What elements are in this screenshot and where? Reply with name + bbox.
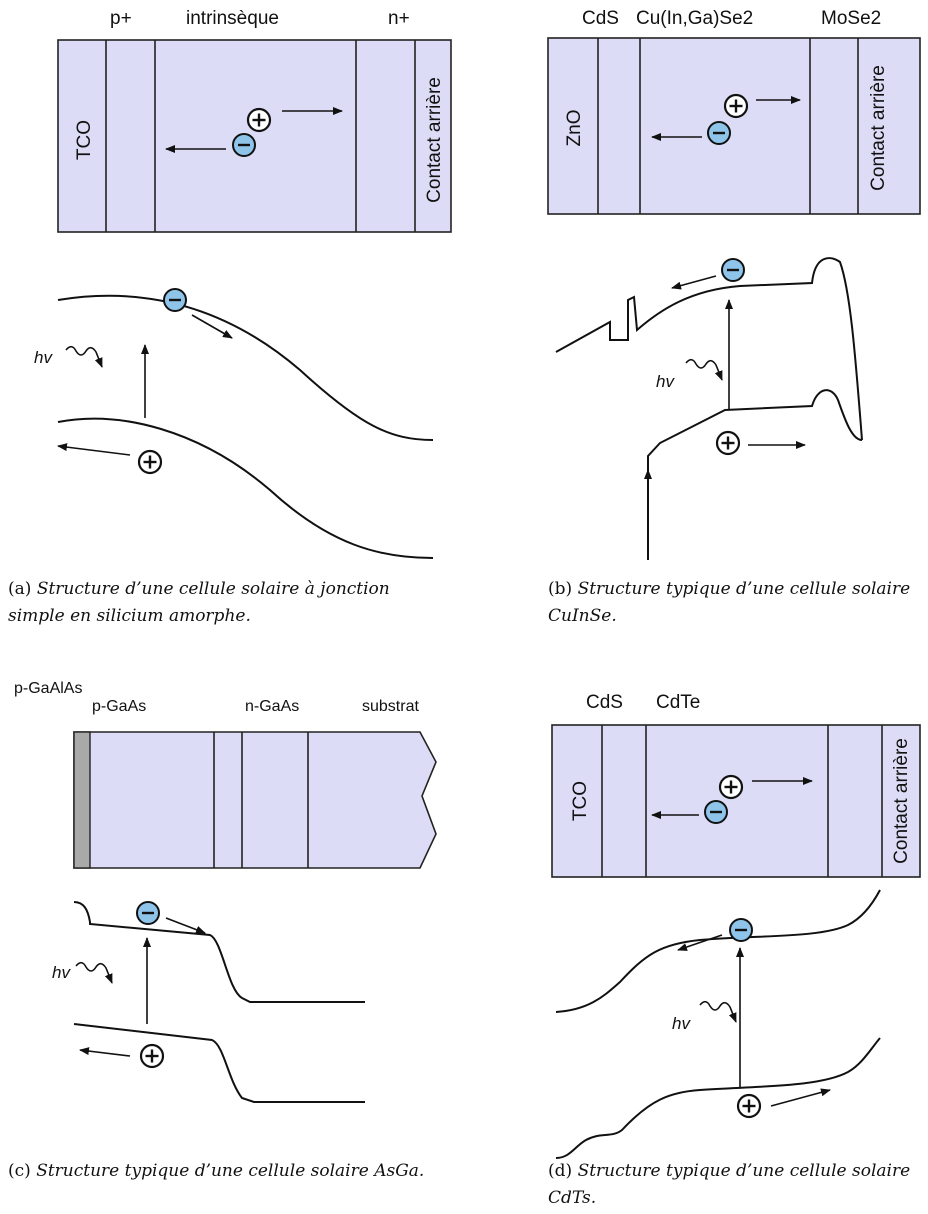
- cell-structure-c: [73, 731, 437, 869]
- photon-wave-icon: [65, 345, 103, 368]
- electron-icon: [728, 917, 754, 943]
- cell-structure-d: [551, 724, 921, 878]
- layer-label-cds-d: CdS: [586, 692, 623, 713]
- caption-text-b: Structure typique d’une cellule solaire …: [548, 579, 911, 626]
- layer-label-cdte: CdTe: [656, 692, 700, 713]
- hole-icon: [723, 93, 749, 119]
- caption-tag-b: (b): [548, 579, 573, 599]
- cell-structure-b: [547, 37, 921, 215]
- layer-label-p-plus: p+: [110, 8, 132, 29]
- photon-label-a: hv: [34, 348, 53, 367]
- layer-label-intrinsic: intrinsèque: [186, 8, 279, 29]
- caption-text-c: Structure typique d’une cellule solaire …: [36, 1161, 425, 1181]
- electron-icon: [162, 287, 188, 313]
- layer-label-cigs: Cu(In,Ga)Se2: [636, 8, 753, 29]
- photon-wave-icon: [685, 358, 723, 381]
- photon-label-d: hv: [672, 1014, 691, 1033]
- caption-tag-c: (c): [8, 1161, 31, 1181]
- hole-icon: [715, 430, 741, 456]
- panel-a: p+ intrinsèque n+ TCO Contact arrière hv: [34, 8, 452, 559]
- back-contact-label-b: Contact arrière: [868, 65, 889, 191]
- panel-c: p-GaAlAs p-GaAs n-GaAs substrat hv: [14, 680, 437, 1103]
- electron-icon: [703, 799, 729, 825]
- tco-label-a: TCO: [74, 120, 95, 160]
- caption-text-a: Structure d’une cellule solaire à joncti…: [8, 579, 390, 626]
- caption-a: (a) Structure d’une cellule solaire à jo…: [8, 576, 448, 630]
- caption-tag-d: (d): [548, 1161, 573, 1181]
- conduction-band-c: [73, 901, 365, 1003]
- gaalas-window-layer: [73, 731, 91, 869]
- caption-b: (b) Structure typique d’une cellule sola…: [548, 576, 918, 630]
- photon-wave-icon: [699, 1000, 737, 1023]
- hole-icon: [736, 1093, 762, 1119]
- caption-d: (d) Structure typique d’une cellule sola…: [548, 1158, 918, 1212]
- panel-d: CdS CdTe TCO Contact arrière hv: [551, 692, 921, 1159]
- conduction-band-d: [555, 889, 881, 1013]
- layer-label-p-gaalas: p-GaAlAs: [14, 680, 82, 697]
- conduction-band-b: [555, 257, 863, 441]
- layer-label-cds: CdS: [582, 8, 619, 29]
- electron-icon: [135, 900, 161, 926]
- tco-label-d: TCO: [570, 781, 591, 821]
- hole-icon: [246, 107, 272, 133]
- photon-wave-icon: [75, 961, 113, 984]
- panel-b: CdS Cu(In,Ga)Se2 MoSe2 ZnO Contact arriè…: [547, 8, 921, 560]
- layer-label-n-gaas: n-GaAs: [245, 698, 299, 715]
- valence-band-b: [647, 389, 863, 560]
- hole-icon: [718, 774, 744, 800]
- caption-tag-a: (a): [8, 579, 32, 599]
- layer-label-mose2: MoSe2: [821, 8, 881, 29]
- valence-band-a: [57, 417, 434, 559]
- hole-icon: [137, 449, 163, 475]
- valence-band-c: [73, 1023, 365, 1103]
- caption-c: (c) Structure typique d’une cellule sola…: [8, 1158, 448, 1185]
- valence-band-d: [555, 1037, 881, 1159]
- cell-structure-a: [57, 39, 452, 233]
- electron-icon: [231, 132, 257, 158]
- caption-text-d: Structure typique d’une cellule solaire …: [548, 1161, 911, 1208]
- layer-label-n-plus: n+: [388, 8, 410, 29]
- electron-icon: [706, 120, 732, 146]
- hole-icon: [139, 1043, 165, 1069]
- layer-label-p-gaas: p-GaAs: [92, 698, 146, 715]
- back-contact-label-d: Contact arrière: [891, 738, 912, 864]
- layer-label-substrat: substrat: [362, 698, 419, 715]
- conduction-band-a: [57, 294, 434, 441]
- back-contact-label-a: Contact arrière: [424, 77, 445, 203]
- photon-label-c: hv: [52, 963, 71, 982]
- zno-label: ZnO: [564, 110, 585, 147]
- electron-icon: [720, 257, 746, 283]
- photon-label-b: hv: [656, 372, 675, 391]
